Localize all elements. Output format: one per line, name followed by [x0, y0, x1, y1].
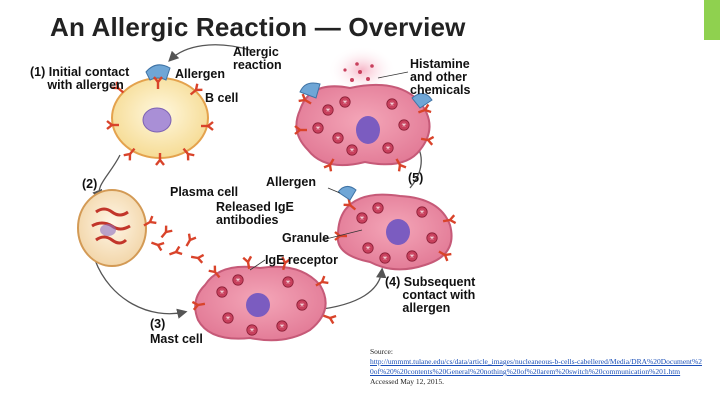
- label-allergen-mid: Allergen: [266, 175, 317, 189]
- label-plasma-cell: Plasma cell: [170, 185, 239, 199]
- label-allergic-reaction: Allergic reaction: [233, 45, 282, 72]
- source-link[interactable]: http://ummmt.tulane.edu/cs/data/article_…: [370, 357, 702, 376]
- arrow-2-to-3: [94, 259, 188, 319]
- label-allergen-top: Allergen: [175, 67, 226, 81]
- mast-cell-bottom: [191, 255, 338, 342]
- released-ige-antibodies: [140, 214, 205, 265]
- reaction-burst: [328, 46, 396, 94]
- slide-title: An Allergic Reaction — Overview: [50, 12, 466, 42]
- allergen-shape-top: [145, 64, 171, 91]
- label-ige-receptor: IgE receptor: [265, 253, 338, 267]
- arrow-top: [168, 44, 251, 62]
- source-citation: Source: http://ummmt.tulane.edu/cs/data/…: [370, 347, 705, 387]
- source-accessed: Accessed May 12, 2015.: [370, 377, 444, 386]
- accent-bar: [704, 0, 720, 40]
- label-released-ige: Released IgE antibodies: [216, 200, 294, 227]
- label-histamine: Histamine and other chemicals: [410, 57, 471, 97]
- label-mast-cell: Mast cell: [150, 332, 203, 346]
- label-step-3: (3): [150, 317, 166, 331]
- label-step-5: (5): [408, 171, 424, 185]
- mast-cell-reacting: [293, 62, 435, 173]
- label-step-4: (4) Subsequent contact with allergen: [385, 275, 476, 315]
- label-step-1: (1) Initial contact with allergen: [30, 65, 130, 92]
- label-granule: Granule: [282, 231, 330, 245]
- b-cell: [105, 77, 215, 167]
- mast-cell-sensitized: [333, 193, 457, 271]
- arrow-3-to-4: [314, 267, 387, 311]
- allergen-shapes-right-top: [299, 82, 433, 109]
- label-step-2: (2): [82, 177, 98, 191]
- plasma-cell: [77, 189, 147, 267]
- allergen-shape-mid: [337, 186, 357, 201]
- label-b-cell: B cell: [205, 91, 239, 105]
- source-prefix: Source:: [370, 347, 393, 356]
